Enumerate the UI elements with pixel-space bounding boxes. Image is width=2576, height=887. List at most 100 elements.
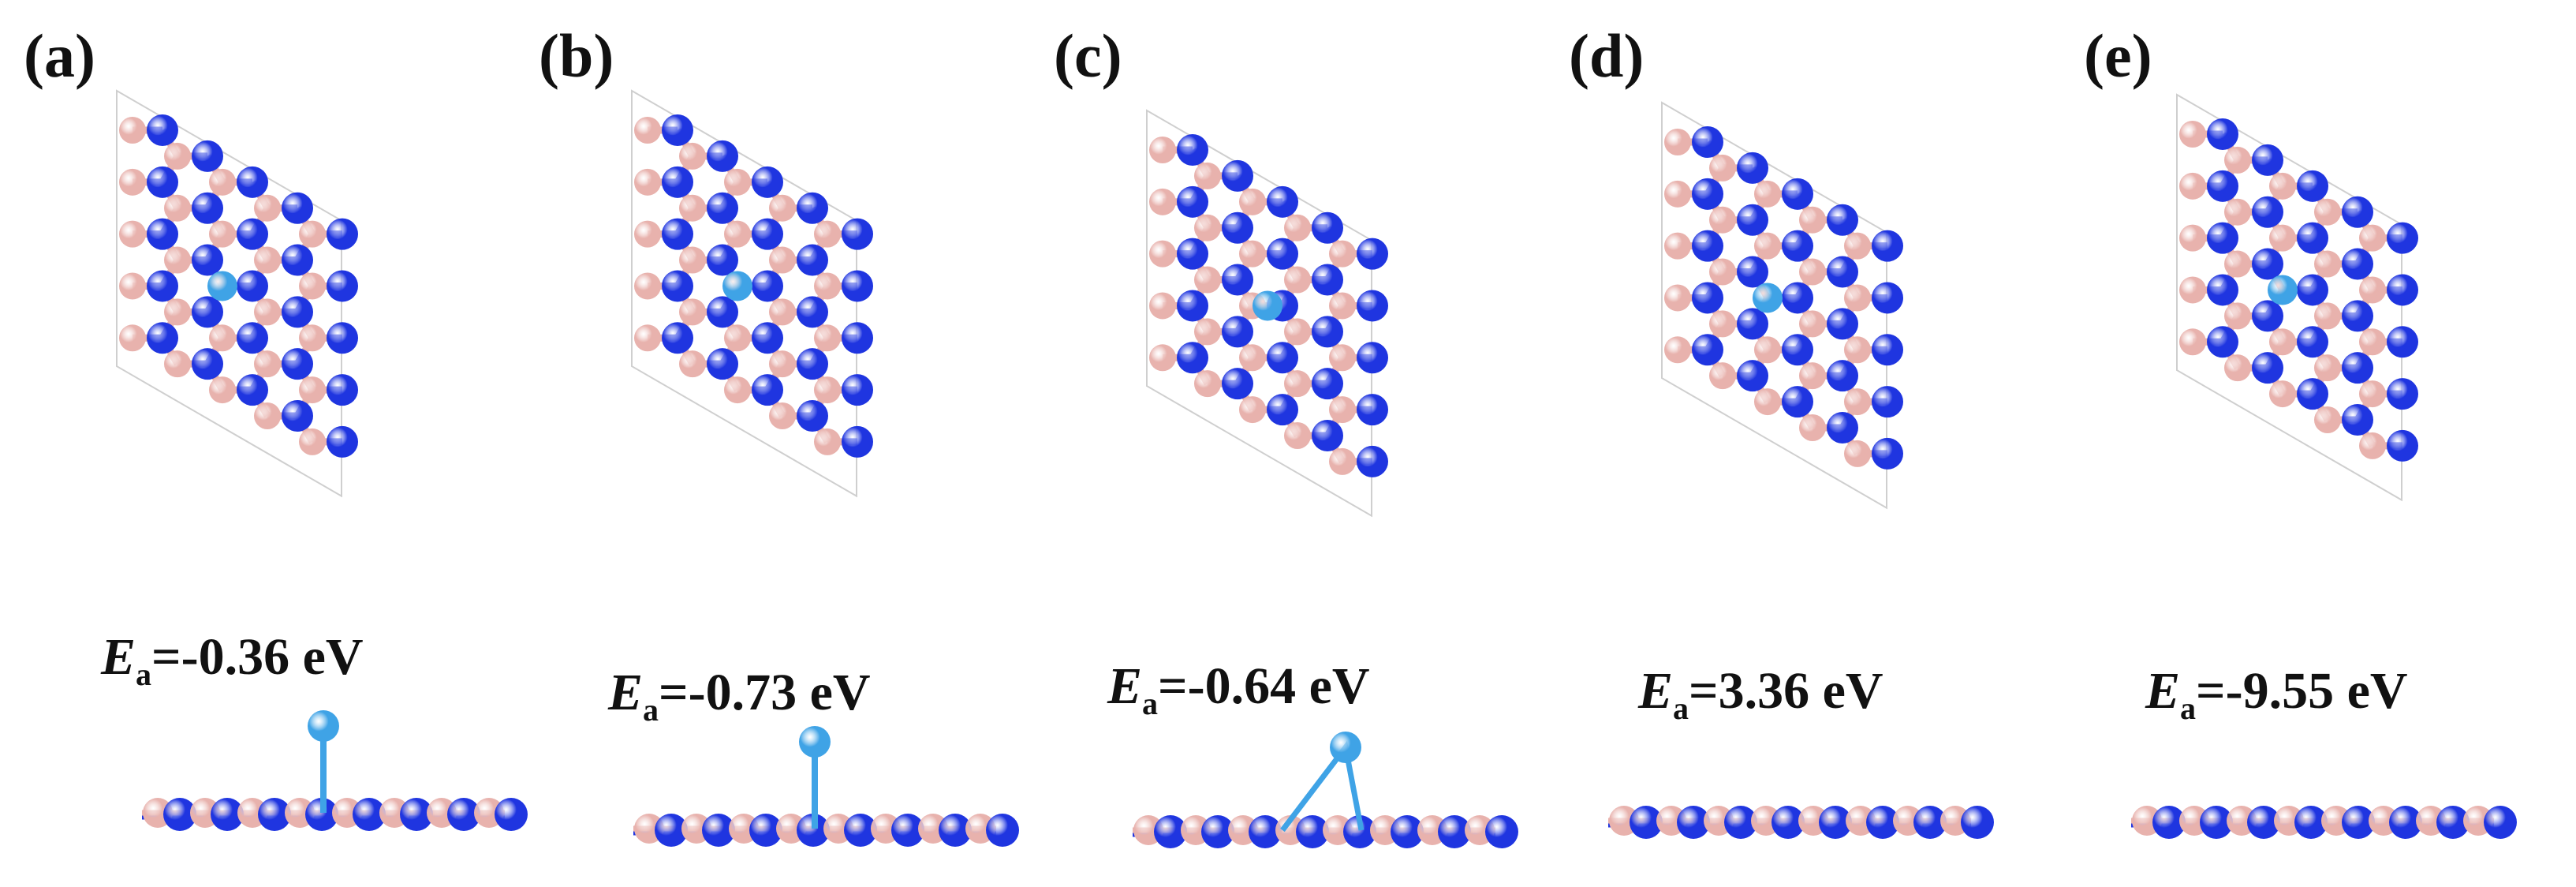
side-view	[1608, 806, 1994, 839]
boron-atom	[679, 246, 706, 274]
boron-atom	[814, 428, 841, 455]
lattice-svg	[631, 89, 1019, 847]
nitrogen-atom	[147, 218, 178, 250]
nitrogen-atom	[842, 270, 873, 302]
boron-atom	[2314, 354, 2341, 382]
nitrogen-atom	[2387, 429, 2418, 462]
boron-atom	[1754, 336, 1781, 364]
nitrogen-atom	[2252, 248, 2283, 280]
panel-label: (a)	[24, 21, 95, 90]
nitrogen-atom	[844, 814, 877, 847]
nitrogen-atom	[842, 322, 873, 354]
boron-atom	[299, 220, 326, 248]
nitrogen-atom	[1222, 264, 1253, 296]
nitrogen-atom	[1222, 211, 1253, 244]
boron-atom	[2269, 172, 2296, 200]
lattice-svg	[1133, 109, 1518, 848]
nitrogen-atom	[327, 374, 358, 406]
boron-atom	[299, 324, 326, 352]
nitrogen-atom	[1737, 204, 1768, 236]
boron-atom	[1844, 336, 1871, 364]
nitrogen-atom	[749, 814, 782, 847]
nitrogen-atom	[2247, 806, 2280, 839]
nitrogen-atom	[2207, 222, 2238, 254]
panel-a: (a) Ea=-0.36 eV	[0, 0, 528, 887]
boron-atom	[209, 168, 236, 196]
boron-atom	[1799, 206, 1826, 234]
nitrogen-atom	[1782, 282, 1813, 314]
nitrogen-atom	[1771, 806, 1805, 839]
nitrogen-atom	[797, 399, 828, 432]
nitrogen-atom	[2342, 196, 2373, 228]
boron-atom	[1149, 188, 1176, 215]
nitrogen-atom	[1827, 308, 1858, 340]
boron-atom	[1799, 362, 1826, 390]
boron-atom	[299, 272, 326, 300]
boron-atom	[299, 428, 326, 455]
nitrogen-atom	[237, 374, 268, 406]
boron-atom	[1284, 214, 1311, 241]
boron-atom	[1844, 440, 1871, 467]
boron-atom	[2224, 354, 2251, 382]
nitrogen-atom	[237, 322, 268, 354]
boron-atom	[1194, 162, 1221, 189]
boron-atom	[164, 350, 191, 378]
nitrogen-atom	[237, 218, 268, 250]
nitrogen-atom	[1782, 386, 1813, 418]
energy-subscript: a	[1673, 691, 1689, 726]
adsorption-energy-label: Ea=-9.55 eV	[2145, 661, 2408, 727]
boron-atom	[119, 324, 146, 352]
nitrogen-atom	[1222, 159, 1253, 192]
boron-atom	[2359, 224, 2386, 252]
energy-subscript: a	[2180, 691, 2197, 726]
nitrogen-atom	[1177, 238, 1208, 270]
nitrogen-atom	[2252, 196, 2283, 228]
nitrogen-atom	[1312, 264, 1343, 296]
boron-atom	[769, 298, 796, 326]
panel-b: (b) Ea=-0.73 eV	[515, 0, 1030, 887]
boron-atom	[1329, 344, 1356, 372]
panel-label: (c)	[1054, 21, 1122, 90]
lattice-svg	[116, 89, 528, 831]
nitrogen-atom	[1485, 815, 1518, 848]
nitrogen-atom	[1724, 806, 1757, 839]
boron-atom	[1329, 447, 1356, 475]
nitrogen-atom	[1872, 230, 1903, 262]
nitrogen-atom	[1177, 185, 1208, 218]
boron-atom	[634, 272, 661, 300]
boron-atom	[254, 194, 281, 222]
boron-atom	[2224, 302, 2251, 330]
nitrogen-atom	[752, 374, 783, 406]
boron-atom	[724, 168, 751, 196]
boron-atom	[254, 246, 281, 274]
nitrogen-atom	[1872, 282, 1903, 314]
boron-atom	[634, 117, 661, 144]
adsorbed-atom	[1330, 732, 1361, 763]
boron-atom	[1149, 240, 1176, 268]
nitrogen-atom	[1267, 238, 1298, 270]
nitrogen-atom	[707, 244, 738, 276]
nitrogen-atom	[662, 114, 693, 146]
panel-label: (d)	[1569, 21, 1645, 90]
nitrogen-atom	[2436, 806, 2470, 839]
nitrogen-atom	[258, 798, 291, 831]
energy-value: =3.36 eV	[1689, 662, 1883, 720]
nitrogen-atom	[2342, 403, 2373, 436]
nitrogen-atom	[1312, 368, 1343, 400]
boron-atom	[2179, 328, 2206, 356]
adsorption-energy-label: Ea=-0.73 eV	[608, 663, 871, 728]
boron-atom	[814, 324, 841, 352]
energy-symbol: E	[1638, 662, 1674, 720]
boron-atom	[679, 298, 706, 326]
boron-atom	[2179, 276, 2206, 304]
adsorbed-atom	[1253, 290, 1282, 321]
nitrogen-atom	[662, 322, 693, 354]
nitrogen-atom	[327, 218, 358, 250]
nitrogen-atom	[1913, 806, 1947, 839]
boron-atom	[209, 220, 236, 248]
nitrogen-atom	[2297, 326, 2328, 358]
boron-atom	[2314, 198, 2341, 226]
side-view	[1133, 732, 1518, 848]
nitrogen-atom	[2294, 806, 2328, 839]
